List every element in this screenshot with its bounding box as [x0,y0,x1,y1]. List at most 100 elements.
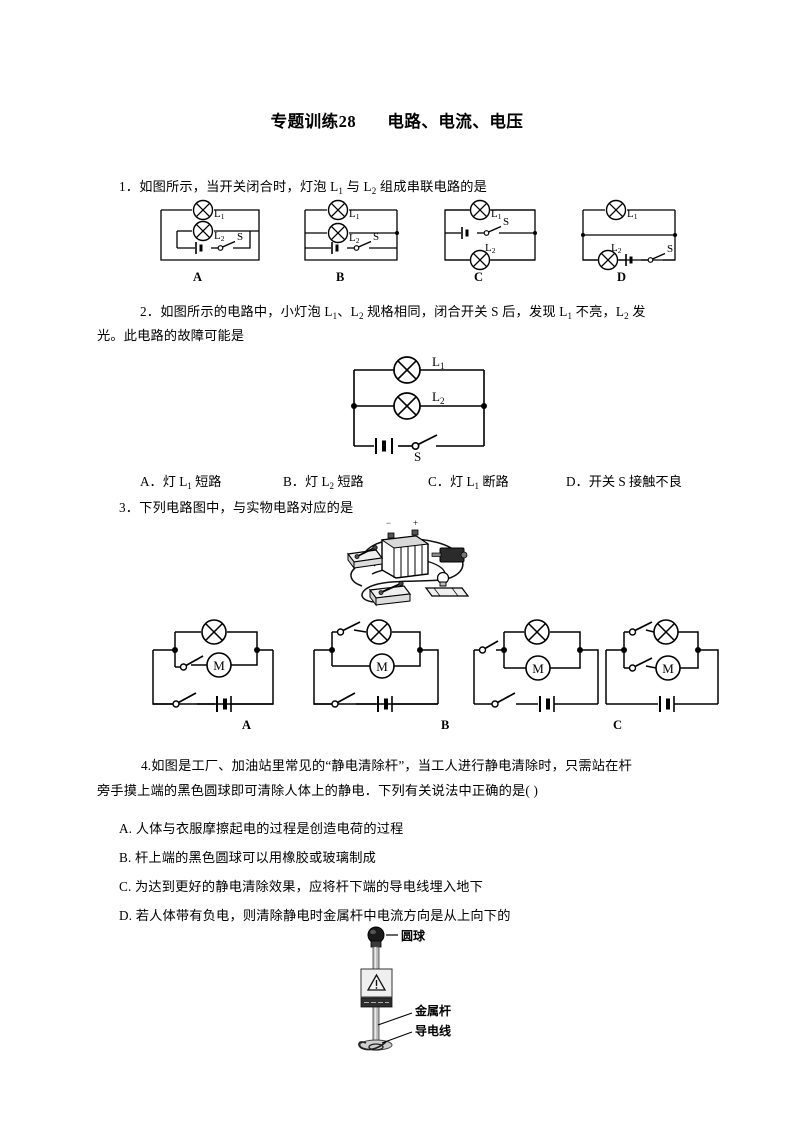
q2-option-c: C．灯 L1 断路 [428,474,509,491]
q1a-lamp2-label: L2 [214,230,225,243]
q4-option-a-text: 人体与衣服摩擦起电的过程是创造电荷的过程 [135,821,404,836]
conducting-wire-leader-line [381,1031,413,1044]
q2-circuit: L1 L2 S [336,354,536,464]
lamp-symbol-l1 [327,199,349,221]
q2-lamp1-label: L1 [432,354,444,371]
motor-symbol: M [525,655,551,681]
question-4-text-line1: 4.如图是工厂、加油站里常见的“静电清除杆”，当工人进行静电清除时，只需站在杆 [141,753,701,778]
sphere-component [367,926,385,948]
junction-dot-right [481,403,487,409]
q4-option-d-key: D. [119,908,133,923]
battery-symbol [539,696,555,712]
q1-circuit-c: L1 S L2 [437,196,557,271]
question-1-body: 如图所示，当开关闭合时，灯泡 L1 与 L2 组成串联电路的是 [139,179,488,196]
q3-circuit-b: M [308,618,473,715]
junction-dot-right [577,647,583,653]
metal-pole-leader-line [377,1012,413,1026]
motor-letter: M [213,658,225,673]
q1d-lamp2-label: L2 [611,242,622,255]
switch-symbol-main [491,692,516,708]
conducting-wire [358,1041,387,1051]
switch-symbol-s [353,240,372,251]
lamp-symbol-l2 [393,392,421,420]
motor-letter: M [532,661,544,676]
q1c-lamp2-label: L2 [485,242,496,255]
battery-symbol [659,696,675,712]
page-title-sub: 电路、电流、电压 [387,112,524,131]
battery-plus-label: + [413,518,418,528]
junction-dot-left [501,647,507,653]
q2-option-b-key: B． [283,474,305,489]
question-4-option-c: C. 为达到更好的静电清除效果，应将杆下端的导电线埋入地下 [119,874,719,899]
motor-letter: M [376,659,388,674]
switch-symbol-bottom-branch [628,657,653,672]
q3-circuit-c: M [468,618,633,715]
figure-label-conducting-wire: 导电线 [415,1023,451,1038]
battery-symbol [625,254,633,266]
q1-circuit-d: L1 L2 S [575,198,695,271]
battery-minus-label: − [386,518,391,528]
q1c-lamp1-label: L1 [491,208,502,221]
question-3-body: 3．下列电路图中，与实物电路对应的是 [119,500,354,515]
q1-circuit-b: L1 L2 S [297,198,417,268]
junction-dot [395,231,399,235]
junction-dot-left [581,233,585,237]
q1-circuit-a: L1 L2 S [155,198,275,268]
q1b-switch-label: S [373,231,379,243]
battery-symbol [377,696,393,712]
lamp-symbol-l1 [192,199,214,221]
battery-symbol [375,438,393,454]
switch-symbol-top [336,621,361,636]
question-1-text: 1．如图所示，当开关闭合时，灯泡 L1 与 L2 组成串联电路的是 [119,174,699,201]
figure-label-metal-pole: 金属杆 [414,1003,451,1018]
q2-lamp2-label: L2 [432,389,444,406]
junction-dot-right [673,233,677,237]
q2-option-d: D．开关 S 接触不良 [566,474,682,489]
lamp-symbol-l1 [605,199,627,221]
junction-dot-right [695,647,701,653]
q1c-switch-label: S [503,216,509,228]
switch-symbol-s [411,434,438,451]
motor-symbol: M [655,655,681,681]
junction-dot-left [621,647,627,653]
switch-symbol-branch [179,655,204,671]
q3-choice-label-a: A [242,718,252,732]
q4-option-b-key: B. [119,850,132,865]
q2-option-d-key: D． [566,474,589,489]
base-and-wire [358,1039,393,1051]
q1a-switch-label: S [237,231,243,243]
question-2-text-line2: 光。此电路的故障可能是 [97,323,657,348]
q2-option-c-key: C． [428,474,450,489]
battery-symbol [195,242,203,254]
page-title-main: 专题训练28 [270,112,357,131]
battery-symbol [216,696,232,712]
q3-choice-label-c: C [613,718,623,732]
lamp-symbol-l2 [469,249,491,271]
q3-circuit-d: M [600,618,750,715]
warning-sign-plate [360,968,393,1008]
motor-symbol: M [369,653,395,679]
motor-letter: M [662,661,674,676]
lamp-symbol-l1 [393,356,421,384]
q3-circuit-a: M [145,619,305,715]
motor-component [431,547,468,563]
question-4-text-line2: 旁手摸上端的黑色圆球即可清除人体上的静电．下列有关说法中正确的是( ) [97,778,697,803]
switch-symbol-s [217,240,236,251]
lamp-symbol-l2 [192,220,214,242]
switch-symbol-series [478,640,499,654]
switch-symbol-main [172,692,197,708]
q4-option-d-text: 若人体带有负电，则清除静电时金属杆中电流方向是从上向下的 [135,908,511,923]
q2-option-a: A．灯 L1 短路 [140,474,222,491]
lamp-symbol [524,619,550,645]
switch-symbol-main [331,692,356,708]
question-2-body-line1: 如图所示的电路中，小灯泡 L1、L2 规格相同，闭合开关 S 后，发现 L1 不… [160,304,646,321]
battery-pack [380,529,430,579]
q2-option-a-key: A． [140,474,163,489]
lamp-symbol [366,619,392,645]
question-1-number: 1． [119,179,140,194]
question-2-text-line1: 2．如图所示的电路中，小灯泡 L1、L2 规格相同，闭合开关 S 后，发现 L1… [140,299,700,326]
page-title: 专题训练28 电路、电流、电压 [0,108,794,132]
q2-switch-label: S [414,449,421,464]
